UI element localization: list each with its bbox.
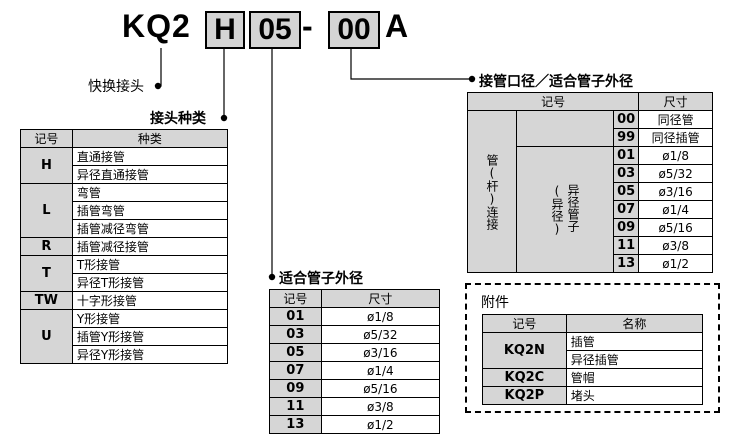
- accessory-title: 附件: [481, 295, 509, 311]
- type-item: 插管减径接管: [71, 237, 229, 256]
- od-size: ø5/16: [320, 379, 441, 398]
- port-group-text: 管(杆)连接: [485, 153, 499, 230]
- code-dash: -: [302, 8, 313, 44]
- type-item: 十字形接管: [71, 291, 229, 310]
- type-item: T形接管: [71, 255, 229, 274]
- code-box-port: 00: [328, 11, 380, 49]
- od-code: 07: [269, 361, 322, 380]
- port-header-code: 记号: [466, 92, 640, 111]
- type-header-code: 记号: [20, 129, 73, 148]
- acc-item: 管帽: [565, 368, 704, 387]
- port-code: 09: [612, 218, 640, 237]
- port-header-size: 尺寸: [638, 92, 713, 111]
- code-box-od: 05: [249, 11, 301, 49]
- port-code: 07: [612, 200, 640, 219]
- label-quick-connector: 快换接头: [88, 79, 144, 95]
- bullet-pipe-od: [268, 273, 276, 281]
- od-code: 03: [269, 325, 322, 344]
- type-item: 异径直通接管: [71, 165, 229, 184]
- bullet-quick-connector: [154, 82, 162, 90]
- type-header-kind: 种类: [71, 129, 229, 148]
- type-item: 异径T形接管: [71, 273, 229, 292]
- od-code: 11: [269, 397, 322, 416]
- port-size: 同径插管: [638, 128, 713, 147]
- label-connector-type: 接头种类: [150, 111, 206, 127]
- type-code-l: L: [20, 183, 73, 238]
- port-blank-cell: [516, 110, 614, 147]
- model-prefix: KQ2: [122, 8, 191, 44]
- od-size: ø5/32: [320, 325, 441, 344]
- port-size: 同径管: [638, 110, 713, 129]
- type-code-r: R: [20, 237, 73, 256]
- port-code: 11: [612, 236, 640, 255]
- type-code-t: T: [20, 255, 73, 292]
- model-suffix: A: [385, 8, 409, 44]
- port-code: 13: [612, 254, 640, 273]
- type-code-tw: TW: [20, 291, 73, 310]
- connector-type-table: 记号 种类 H 直通接管 异径直通接管 L 弯管 插管弯管 插管减径弯管 R 插…: [20, 129, 229, 364]
- port-sub-label: (异径) 异径管子: [516, 146, 614, 273]
- od-code: 01: [269, 307, 322, 326]
- od-code: 09: [269, 379, 322, 398]
- acc-code-kq2c: KQ2C: [482, 368, 567, 387]
- port-size: ø3/16: [638, 182, 713, 201]
- port-code: 00: [612, 110, 640, 129]
- od-header-code: 记号: [269, 289, 322, 308]
- bullet-connector-type: [220, 114, 228, 122]
- port-group-label: 管(杆)连接: [467, 110, 517, 273]
- type-item: 插管弯管: [71, 201, 229, 220]
- type-item: 插管减径弯管: [71, 219, 229, 238]
- acc-item: 插管: [565, 332, 704, 351]
- port-size: ø1/2: [638, 254, 713, 273]
- label-port-size: 接管口径／适合管子外径: [479, 74, 633, 90]
- type-item: 直通接管: [71, 147, 229, 166]
- acc-item: 堵头: [565, 386, 704, 405]
- port-code: 99: [612, 128, 640, 147]
- port-size: ø1/4: [638, 200, 713, 219]
- port-size: ø5/32: [638, 164, 713, 183]
- acc-code-kq2p: KQ2P: [482, 386, 567, 405]
- type-code-h: H: [20, 147, 73, 184]
- port-code: 01: [612, 146, 640, 165]
- acc-header-code: 记号: [482, 314, 567, 333]
- code-box-type: H: [205, 11, 245, 49]
- od-code: 05: [269, 343, 322, 362]
- bullet-port-size: [468, 75, 476, 83]
- acc-code-kq2n: KQ2N: [482, 332, 567, 369]
- acc-item: 异径插管: [565, 350, 704, 369]
- accessory-table: 记号 名称 KQ2N 插管 异径插管 KQ2C 管帽 KQ2P 堵头: [482, 314, 704, 405]
- port-size: ø1/8: [638, 146, 713, 165]
- od-size: ø1/8: [320, 307, 441, 326]
- label-pipe-od: 适合管子外径: [279, 271, 363, 287]
- od-size: ø3/16: [320, 343, 441, 362]
- port-sub-text-b: (异径): [550, 183, 564, 236]
- port-code: 05: [612, 182, 640, 201]
- port-sub-text-a: 异径管子: [566, 183, 580, 232]
- acc-header-name: 名称: [565, 314, 704, 333]
- type-item: 弯管: [71, 183, 229, 202]
- od-header-size: 尺寸: [320, 289, 441, 308]
- accessory-box: [465, 283, 720, 413]
- type-code-u: U: [20, 309, 73, 364]
- type-item: Y形接管: [71, 309, 229, 328]
- port-size: ø3/8: [638, 236, 713, 255]
- type-item: 异径Y形接管: [71, 345, 229, 364]
- port-size: ø5/16: [638, 218, 713, 237]
- port-size-table: 记号 尺寸 管(杆)连接 00 同径管 99 同径插管 (异径) 异径管子 01: [466, 92, 713, 273]
- od-size: ø1/4: [320, 361, 441, 380]
- type-item: 插管Y形接管: [71, 327, 229, 346]
- od-size: ø3/8: [320, 397, 441, 416]
- port-code: 03: [612, 164, 640, 183]
